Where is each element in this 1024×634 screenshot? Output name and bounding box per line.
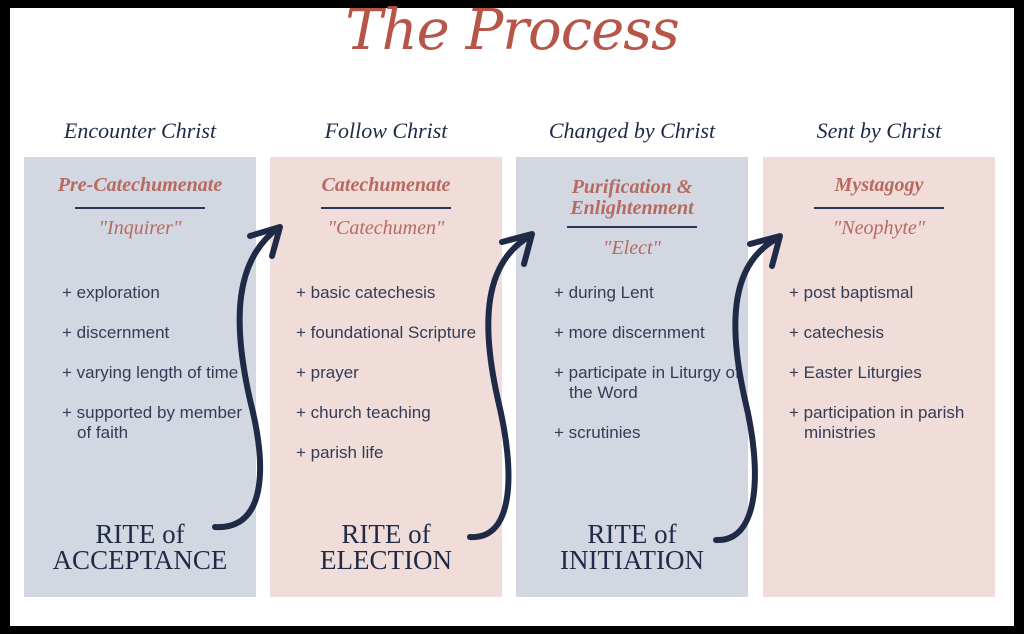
heading-changed: Changed by Christ bbox=[548, 118, 716, 143]
stage-title: Purification & Enlightenment bbox=[570, 176, 694, 219]
panel-mystagogy: Mystagogy "Neophyte" + post baptismal + … bbox=[763, 157, 995, 597]
list-item: + discernment bbox=[62, 323, 170, 342]
item-list: + post baptismal + catechesis + Easter L… bbox=[789, 283, 979, 463]
item-list: + during Lent + more discernment + parti… bbox=[554, 283, 744, 463]
role-label: "Inquirer" bbox=[98, 217, 182, 239]
rite-line1: RITE of bbox=[341, 519, 431, 549]
rite-label: RITE of INITIATION bbox=[516, 519, 748, 575]
list-item: + exploration bbox=[62, 283, 160, 302]
stage-title: Pre-Catechumenate bbox=[57, 174, 223, 196]
heading-follow: Follow Christ bbox=[324, 118, 448, 143]
stage-title: Mystagogy bbox=[834, 174, 924, 196]
list-item: + catechesis bbox=[789, 323, 884, 342]
divider bbox=[321, 207, 451, 209]
role-label: "Neophyte" bbox=[832, 217, 926, 239]
page-title: The Process bbox=[345, 0, 680, 63]
list-item: + post baptismal bbox=[789, 283, 914, 302]
divider bbox=[814, 207, 944, 209]
panel-purification: Purification & Enlightenment "Elect" + d… bbox=[516, 157, 748, 597]
stage-title: Catechumenate bbox=[321, 174, 451, 196]
list-item: + prayer bbox=[296, 363, 359, 382]
list-item: + supported by member of faith bbox=[62, 403, 243, 442]
rite-label: RITE of ACCEPTANCE bbox=[24, 519, 256, 575]
list-item: + varying length of time bbox=[62, 363, 239, 382]
list-item: + Easter Liturgies bbox=[789, 363, 922, 382]
role-label: "Catechumen" bbox=[327, 217, 445, 239]
panel-pre-catechumenate: Pre-Catechumenate "Inquirer" + explorati… bbox=[24, 157, 256, 597]
rite-line1: RITE of bbox=[95, 519, 185, 549]
list-item: + participate in Liturgy of the Word bbox=[554, 363, 740, 402]
list-item: + during Lent bbox=[554, 283, 654, 302]
list-item: + more discernment bbox=[554, 323, 705, 342]
list-item: + scrutinies bbox=[554, 423, 641, 442]
divider bbox=[567, 226, 697, 228]
role-label: "Elect" bbox=[603, 237, 661, 259]
list-item: + foundational Scripture bbox=[296, 323, 477, 342]
rite-line1: RITE of bbox=[587, 519, 677, 549]
list-item: + participation in parish ministries bbox=[789, 403, 965, 442]
heading-encounter: Encounter Christ bbox=[63, 118, 217, 143]
heading-sent: Sent by Christ bbox=[816, 118, 942, 143]
rite-label: RITE of ELECTION bbox=[270, 519, 502, 575]
panel-catechumenate: Catechumenate "Catechumen" + basic catec… bbox=[270, 157, 502, 597]
rite-line2: INITIATION bbox=[560, 545, 704, 575]
item-list: + exploration + discernment + varying le… bbox=[62, 283, 252, 463]
divider bbox=[75, 207, 205, 209]
rite-line2: ELECTION bbox=[320, 545, 452, 575]
list-item: + basic catechesis bbox=[296, 283, 436, 302]
item-list: + basic catechesis + foundational Script… bbox=[296, 283, 486, 483]
rite-line2: ACCEPTANCE bbox=[52, 545, 228, 575]
list-item: + parish life bbox=[296, 443, 384, 462]
list-item: + church teaching bbox=[296, 403, 431, 422]
